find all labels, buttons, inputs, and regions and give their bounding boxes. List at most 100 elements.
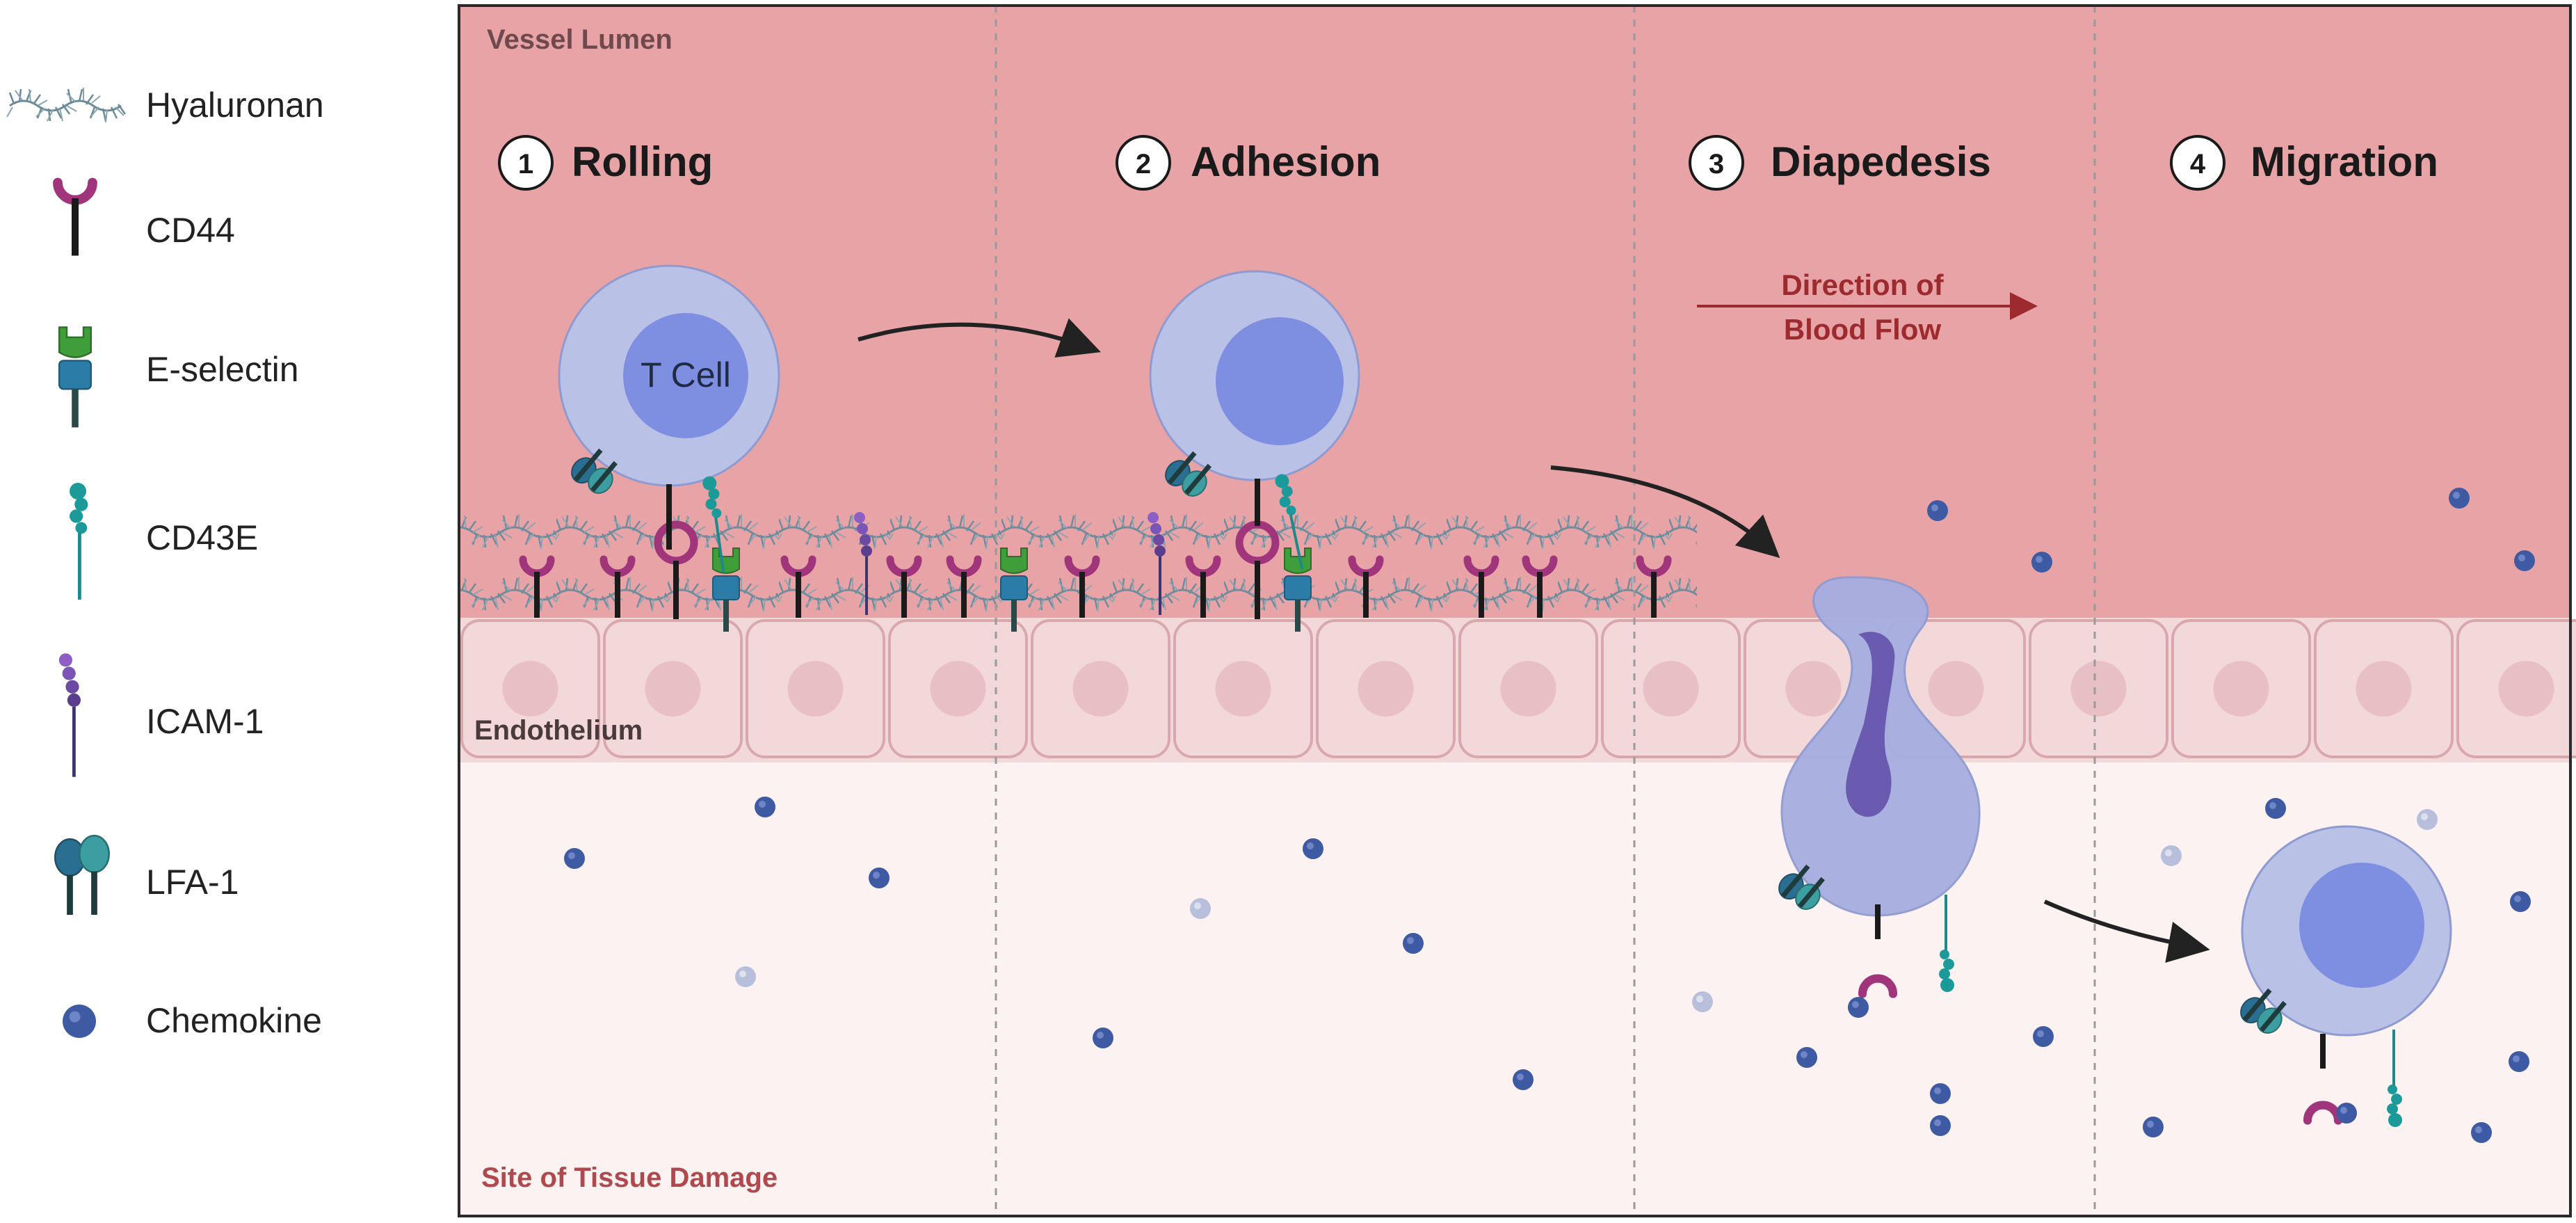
hyaluronan-icon [6,86,127,124]
endothelial-nucleus [2070,661,2127,717]
endothelial-nucleus [1643,661,1699,717]
cd43e-icon [70,483,88,600]
chemokine [2265,798,2286,819]
chemokine [869,868,889,888]
chemokine-faded [1692,991,1713,1012]
chemokine [564,848,585,869]
chemokine [1303,838,1323,859]
hyaluronan-glycocalyx [459,508,1697,618]
legend-item-lfa1: LFA-1 [55,836,239,915]
step-title-migration: Migration [2251,138,2438,185]
chemokine [2449,488,2470,509]
legend-label-lfa1: LFA-1 [146,863,239,902]
chemokine [1930,1115,1951,1136]
legend-label-chemokine: Chemokine [146,1001,322,1040]
endothelial-nucleus [1928,661,1984,717]
blood-flow-indicator: Direction of Blood Flow [1697,269,2038,346]
endothelial-nucleus [2356,661,2412,717]
step-heading-migration: 4 Migration [2170,135,2438,191]
chemokine [1093,1028,1113,1048]
chemokine-faded [2161,845,2182,866]
step-number-1: 1 [518,149,533,179]
endothelial-nucleus [1500,661,1556,717]
region-label-endothelium: Endothelium [474,715,643,746]
chemokine [2143,1117,2164,1137]
chemokine [1930,1083,1951,1104]
legend-label-e-selectin: E-selectin [146,350,299,389]
flow-label-line1: Direction of [1781,269,1944,301]
endothelial-nucleus [502,661,558,717]
cd44-bound [654,520,1280,619]
legend-label-icam1: ICAM-1 [146,702,264,741]
legend-label-cd43e: CD43E [146,518,258,557]
stage-dividers [995,6,2096,1216]
chemokine [1848,997,1869,1018]
endothelial-nucleus [1072,661,1129,717]
step-number-4: 4 [2190,149,2206,179]
chemokine [2031,552,2052,573]
panel-border [458,4,2572,1217]
arrow-adhesion-to-diapedesis [1550,465,1780,559]
cd44-icon [58,183,92,256]
step-title-rolling: Rolling [572,138,713,185]
chemokine [2514,550,2535,571]
step-heading-adhesion: 2 Adhesion [1116,135,1380,191]
legend-label-cd44: CD44 [146,211,235,250]
chemokine [755,797,775,817]
endothelial-nucleus [2498,661,2554,717]
cd44-on-tcell [1858,974,1898,998]
legend: Hyaluronan CD44 E-selectin CD43E ICAM-1 … [6,86,324,1040]
endothelial-nucleus [930,661,986,717]
chemokine-faded [735,966,756,987]
lfa1-icon [55,836,109,915]
t-cell-label: T Cell [641,355,731,394]
chemokine [2509,1051,2529,1072]
arrow-diapedesis-to-migration [2043,900,2210,963]
flow-label-line2: Blood Flow [1784,313,1942,346]
chemokine [2336,1103,2357,1124]
legend-item-hyaluronan: Hyaluronan [6,86,324,125]
legend-item-icam1: ICAM-1 [59,653,264,777]
region-label-lumen: Vessel Lumen [487,24,673,55]
chemokine [1403,933,1424,954]
chemokine-icon [63,1005,96,1038]
legend-item-chemokine: Chemokine [63,1001,322,1040]
legend-item-e-selectin: E-selectin [59,327,299,427]
endothelial-nucleus [1785,661,1842,717]
step-number-3: 3 [1709,149,1724,179]
arrow-rolling-to-adhesion [858,318,1101,358]
endothelial-nucleus [645,661,701,717]
chemokine [2510,891,2531,912]
e-selectin-icon [59,327,91,427]
endothelial-nucleus [1215,661,1271,717]
endothelial-nucleus [787,661,844,717]
t-cell-adhesion [1149,270,1360,573]
icam1-icon [59,653,81,777]
region-label-tissue: Site of Tissue Damage [481,1162,778,1193]
step-number-2: 2 [1136,149,1151,179]
step-heading-rolling: 1 Rolling [498,135,713,191]
t-cell-diapedesis [1774,576,1981,998]
step-title-diapedesis: Diapedesis [1771,138,1991,185]
chemokine [1513,1069,1533,1090]
t-cell-rolling: T Cell [558,264,780,575]
legend-item-cd43e: CD43E [70,483,258,600]
chemokine [2033,1026,2054,1047]
t-cell-migration [2236,825,2452,1128]
chemokine [1927,500,1948,521]
transition-arrows [858,318,2210,963]
endothelial-nucleus [1358,661,1414,717]
chemokine [1796,1047,1817,1068]
step-title-adhesion: Adhesion [1191,138,1380,185]
endothelial-cells [460,619,2576,758]
chemokine [2471,1122,2492,1143]
legend-label-hyaluronan: Hyaluronan [146,86,324,125]
chemokine-faded [2417,809,2438,830]
chemokine-faded [1190,898,1211,919]
endothelial-surface-molecules [523,511,1668,632]
endothelial-nucleus [2213,661,2269,717]
step-heading-diapedesis: 3 Diapedesis [1689,135,1991,191]
diagram-panel [458,4,2576,1217]
legend-item-cd44: CD44 [58,183,235,256]
